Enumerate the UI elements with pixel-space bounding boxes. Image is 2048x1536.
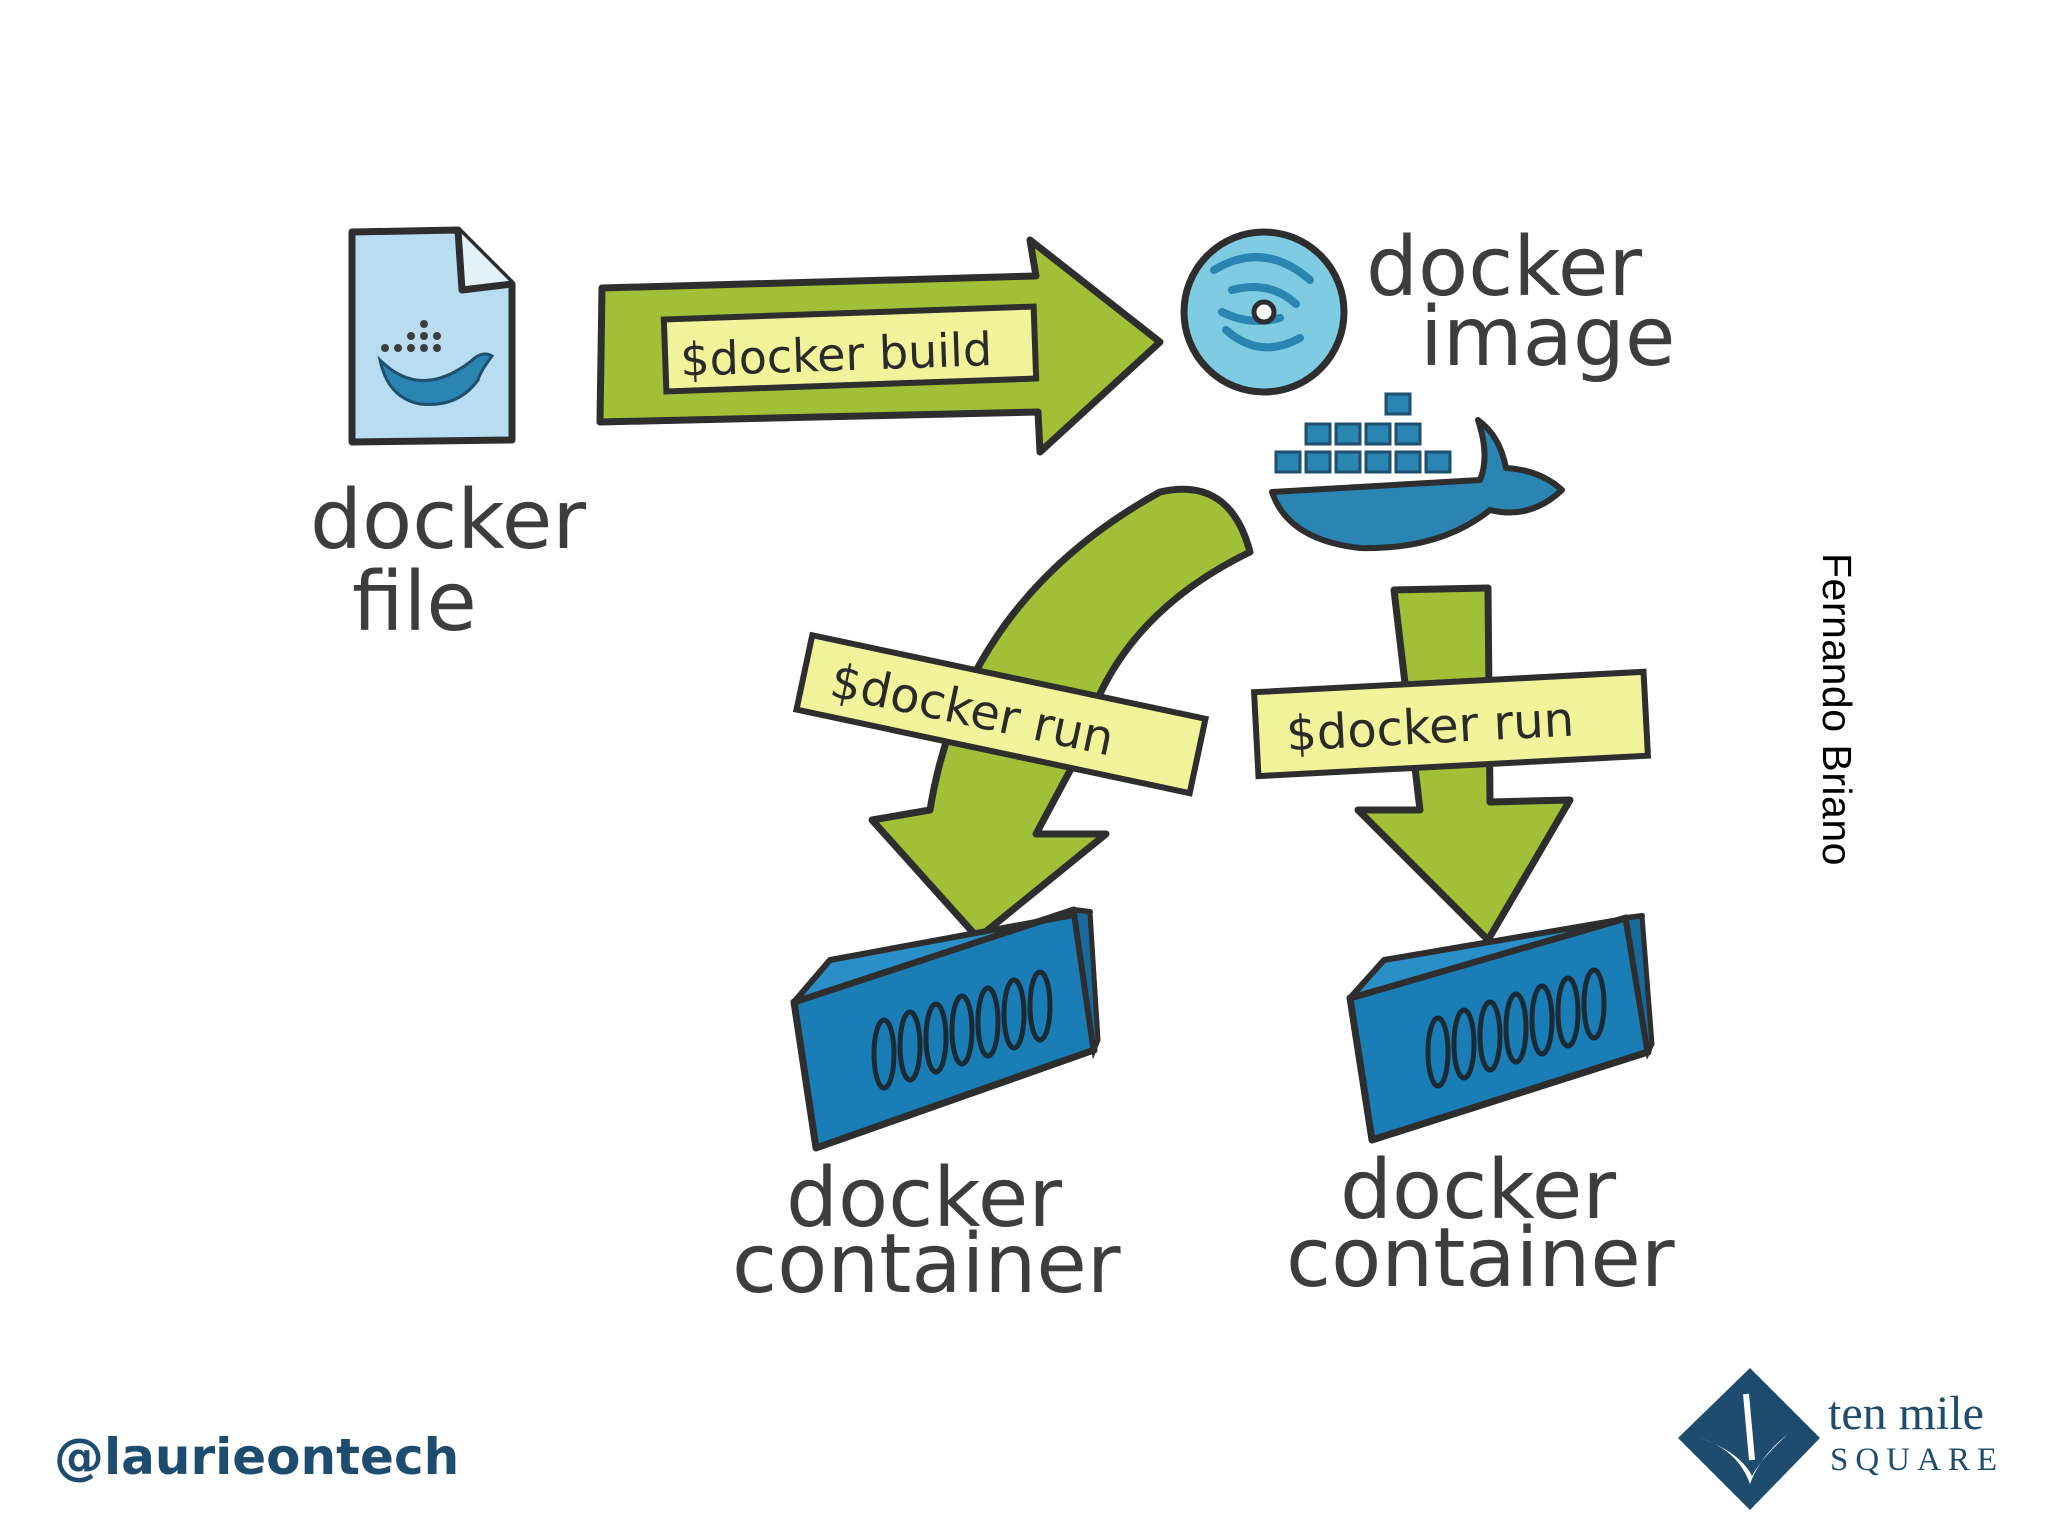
build-command-tag: $docker build — [660, 303, 1040, 395]
ten-mile-square-logo-icon — [1678, 1368, 1820, 1510]
image-label-line2: image — [1420, 290, 1675, 385]
container-right-label-line2: container — [1286, 1211, 1675, 1306]
dockerfile-label-line2: file — [352, 555, 477, 650]
disk-icon — [1180, 228, 1348, 396]
container-right-label-line1: docker — [1340, 1143, 1616, 1238]
docker-file-icon — [348, 226, 516, 446]
dockerfile-label-line1: docker — [310, 473, 586, 568]
run-command-tag-right: $docker run — [1250, 668, 1652, 780]
artist-credit: Fernando Briano — [1814, 553, 1860, 866]
shipping-container-icon — [790, 906, 1101, 1152]
logo-line2: SQUARE — [1830, 1442, 2005, 1478]
container-left-label-line1: docker — [786, 1151, 1062, 1246]
build-command-label: $docker build — [679, 322, 993, 387]
container-left-label-line2: container — [732, 1217, 1121, 1312]
shipping-container-icon — [1346, 913, 1655, 1144]
image-label-line1: docker — [1366, 220, 1642, 315]
docker-whale-icon — [1269, 392, 1565, 552]
logo-line1: ten mile — [1828, 1387, 1984, 1440]
twitter-handle: @laurieontech — [54, 1428, 460, 1486]
